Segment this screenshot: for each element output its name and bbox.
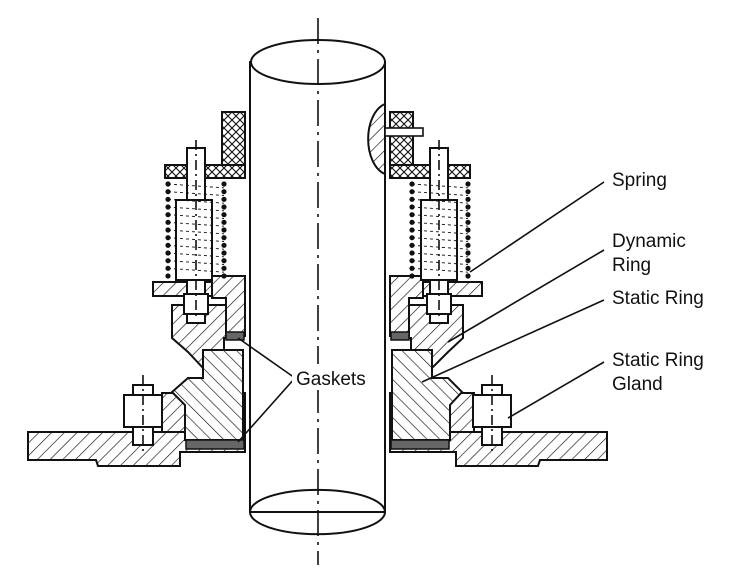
- spring-coil: [221, 250, 227, 256]
- spring-coil: [409, 196, 415, 202]
- spring-coil: [465, 258, 471, 264]
- spring-coil: [465, 189, 471, 195]
- spring-coil: [409, 219, 415, 225]
- spring-coil: [221, 219, 227, 225]
- right-spring: [409, 181, 471, 279]
- leader-static-ring: [421, 299, 605, 383]
- spring-coil: [465, 219, 471, 225]
- spring-coil: [221, 212, 227, 218]
- label-static-ring-gland-line1: Static Ring: [612, 350, 704, 371]
- leader-gaskets-a: [237, 337, 296, 379]
- spring-coil: [165, 196, 171, 202]
- spring-coil: [165, 189, 171, 195]
- spring-coil: [409, 242, 415, 248]
- spring-coil: [221, 235, 227, 241]
- spring-coil: [165, 235, 171, 241]
- label-spring: Spring: [612, 170, 667, 191]
- spring-coil: [465, 273, 471, 279]
- label-dynamic-ring-line2: Ring: [612, 255, 651, 276]
- spring-coil: [221, 204, 227, 210]
- spring-coil: [409, 235, 415, 241]
- spring-coil: [221, 189, 227, 195]
- left-static-ring: [170, 349, 244, 441]
- right-assembly: [367, 102, 608, 467]
- spring-coil: [409, 189, 415, 195]
- label-static-ring-gland-line2: Gland: [612, 374, 663, 395]
- spring-coil: [465, 242, 471, 248]
- spring-coil: [165, 212, 171, 218]
- spring-coil: [165, 242, 171, 248]
- shaft: [249, 18, 386, 565]
- leader-spring: [469, 181, 605, 273]
- spring-coil: [165, 273, 171, 279]
- spring-coil: [465, 265, 471, 271]
- right-gasket-lower: [390, 439, 450, 450]
- spring-coil: [409, 273, 415, 279]
- spring-coil: [465, 250, 471, 256]
- spring-coil: [221, 265, 227, 271]
- left-gasket-lower: [185, 439, 245, 450]
- spring-coil: [465, 235, 471, 241]
- spring-coil: [165, 219, 171, 225]
- leader-dynamic-ring: [447, 249, 605, 343]
- label-dynamic-ring-line1: Dynamic: [612, 231, 686, 252]
- leader-gaskets-b: [237, 377, 296, 443]
- spring-coil: [221, 242, 227, 248]
- left-gasket-upper: [225, 331, 245, 341]
- right-gasket-upper: [390, 331, 410, 341]
- labels: Gaskets Spring Dynamic Ring Static Ring …: [292, 170, 704, 395]
- spring-coil: [465, 227, 471, 233]
- spring-coil: [221, 273, 227, 279]
- spring-coil: [221, 258, 227, 264]
- spring-coil: [465, 204, 471, 210]
- spring-coil: [409, 212, 415, 218]
- leader-static-ring-gland: [507, 361, 605, 419]
- left-spring: [165, 181, 227, 279]
- set-screw: [384, 127, 424, 137]
- label-static-ring: Static Ring: [612, 288, 704, 309]
- left-assembly: [27, 111, 246, 467]
- spring-coil: [465, 196, 471, 202]
- spring-coil: [221, 227, 227, 233]
- spring-coil: [465, 181, 471, 187]
- set-screw-boss: [367, 102, 386, 176]
- leader-lines: [237, 181, 605, 443]
- spring-coil: [221, 196, 227, 202]
- label-gaskets: Gaskets: [296, 369, 366, 390]
- spring-coil: [221, 181, 227, 187]
- spring-coil: [465, 212, 471, 218]
